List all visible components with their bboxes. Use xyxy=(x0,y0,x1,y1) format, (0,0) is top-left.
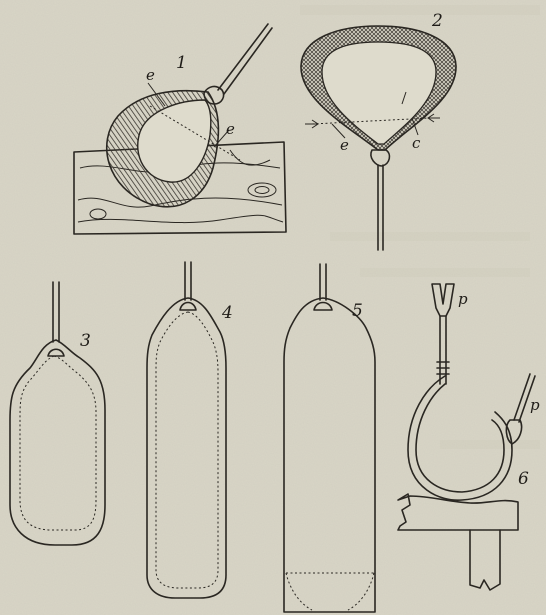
fig2-number: 2 xyxy=(431,11,443,31)
fig6-label-p2: p xyxy=(530,396,540,414)
fig2-label-e: e xyxy=(340,136,349,154)
fig1-label-e2: e xyxy=(226,120,235,138)
fig2-label-c: c xyxy=(412,134,421,152)
fig6-number: 6 xyxy=(518,469,529,489)
fig3-number: 3 xyxy=(80,331,91,351)
fig6-label-p1: p xyxy=(458,290,468,308)
fig4-number: 4 xyxy=(221,303,233,323)
fig5-number: 5 xyxy=(352,301,363,321)
fig1-number: 1 xyxy=(176,53,187,73)
fig1-label-e1: e xyxy=(146,66,155,84)
